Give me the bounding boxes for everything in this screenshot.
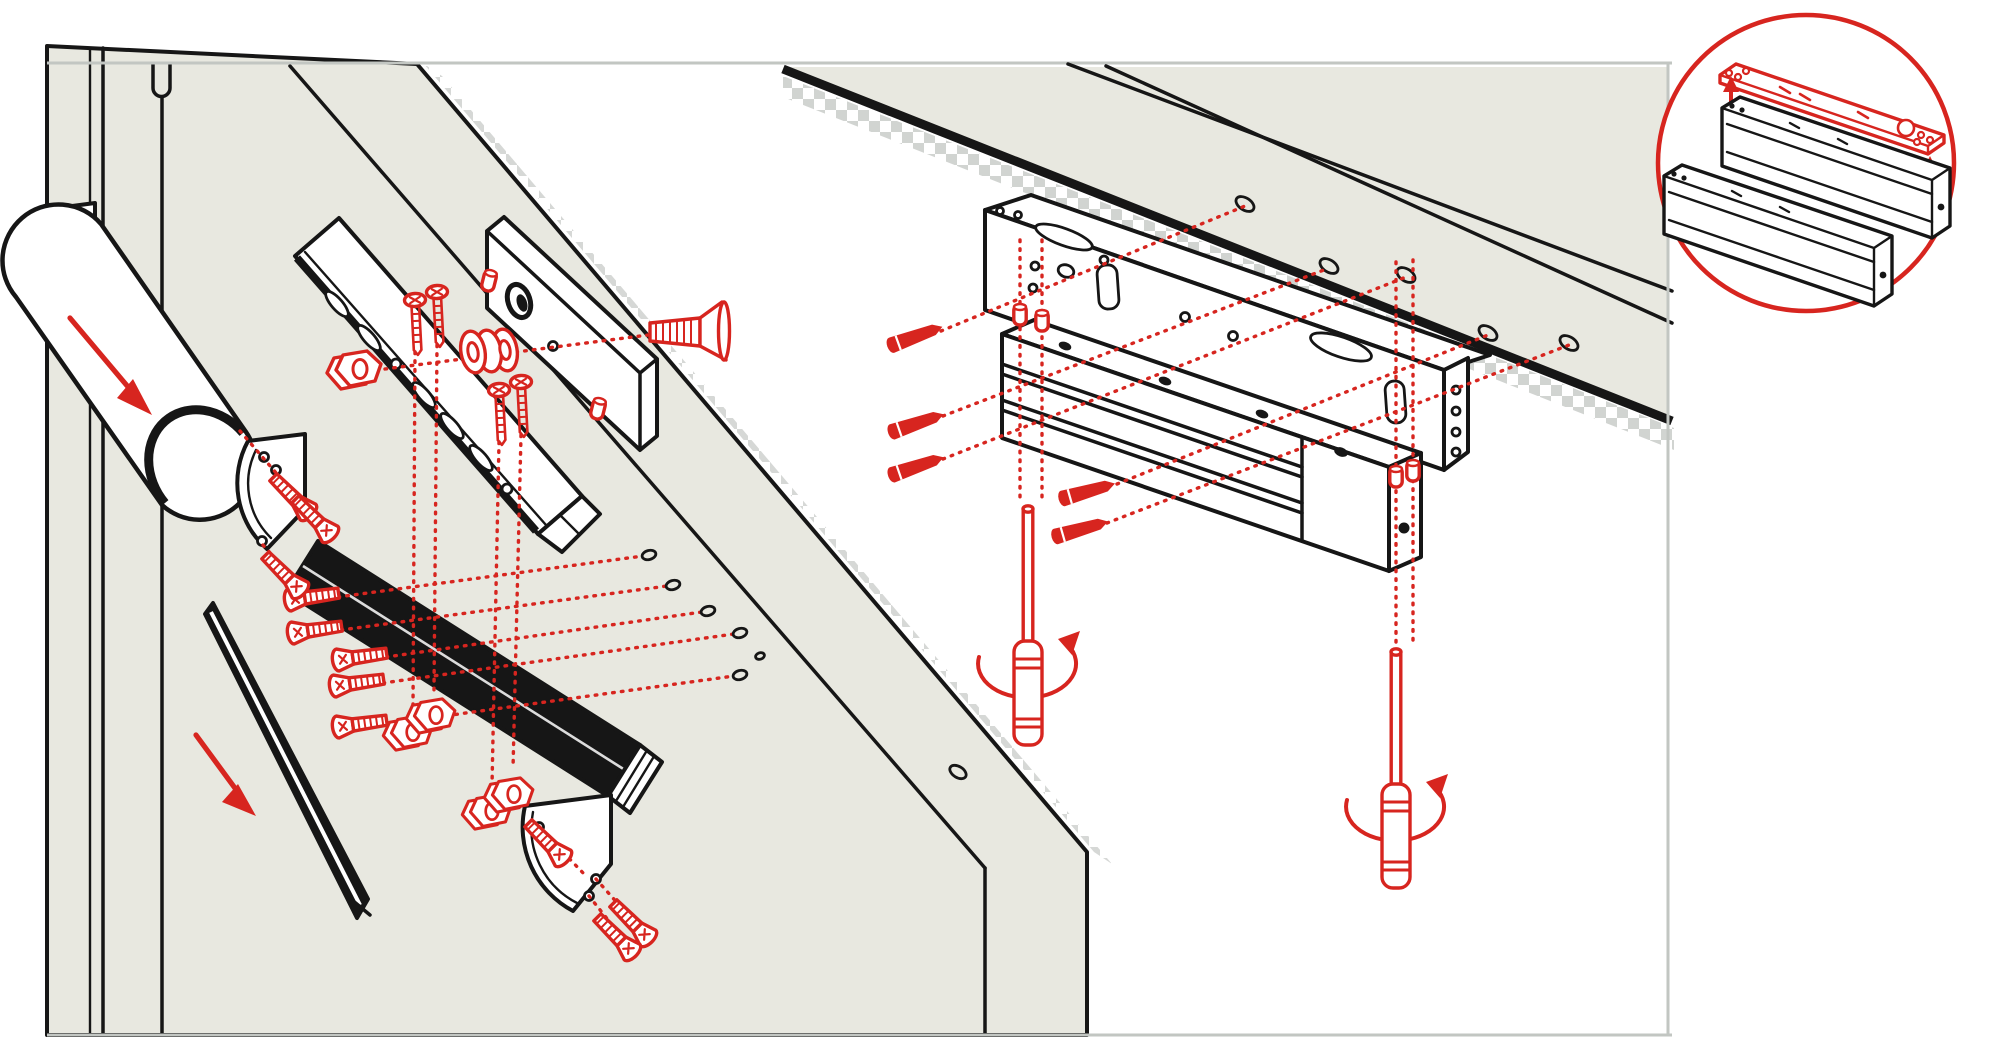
wall-anchor-3: [884, 448, 948, 485]
hex-driver-left: [976, 504, 1080, 747]
housing-extrusion-end: [606, 743, 664, 815]
header-pilot-hole-1: [1234, 195, 1256, 213]
slide-arrow-1: [67, 315, 137, 397]
slide-arrow-2-head: [222, 784, 256, 816]
armature-exploded-assembly: [0, 201, 749, 966]
tube-mouth: [144, 405, 247, 506]
washer-stack: [458, 327, 520, 375]
door-top-pilot-hole: [948, 763, 968, 781]
rotate-arrow-right: [1426, 774, 1448, 798]
left-red-hardware: [193, 267, 732, 966]
header-molding-line-1: [1066, 62, 1674, 293]
sex-bolt: [648, 300, 732, 362]
wall-anchor-5: [1048, 512, 1112, 547]
locating-pin-2: [1034, 308, 1050, 333]
cover-blade: [203, 601, 372, 920]
header-bottom-edge: [781, 64, 1674, 426]
header-pilot-hole-5: [1558, 334, 1580, 352]
z-bracket: [293, 216, 602, 554]
hex-driver-right: [1344, 647, 1448, 890]
right-red-hardware: [883, 302, 1448, 890]
lock-end-dot: [1398, 522, 1410, 534]
wall-anchor-4: [1055, 474, 1119, 509]
slide-arrow-1-head: [117, 379, 152, 415]
armature-plate: [485, 215, 659, 452]
magnet-lamination-lines: [1000, 362, 1304, 515]
locating-pin-4: [1405, 458, 1421, 483]
maglock-assembly: [883, 193, 1571, 890]
door-face-mark: [754, 651, 766, 661]
slide-arrow-2: [193, 732, 243, 798]
door-edge-checker-shadow: [424, 64, 1112, 864]
inset-callout: [1655, 12, 1957, 314]
cable-notch: [151, 62, 172, 99]
right-dotted-leaders: [939, 204, 1571, 647]
inset-lock-lower: [1662, 163, 1894, 308]
inset-mounting-plate: [1718, 62, 1946, 156]
header-pilot-hole-2: [1318, 257, 1340, 275]
wall-anchor-1: [883, 318, 947, 356]
rotate-arrow-left: [1058, 631, 1080, 655]
inset-lock-upper: [1720, 95, 1952, 240]
left-dotted-leaders: [238, 333, 749, 957]
locating-pin-1: [1012, 302, 1028, 327]
door-top-face-inner-edge: [288, 64, 987, 870]
wall-anchor-2: [884, 405, 948, 442]
locating-pin-3: [1388, 464, 1404, 489]
upper-end-cap: [235, 432, 307, 551]
header-molding-line-2: [1104, 64, 1674, 325]
